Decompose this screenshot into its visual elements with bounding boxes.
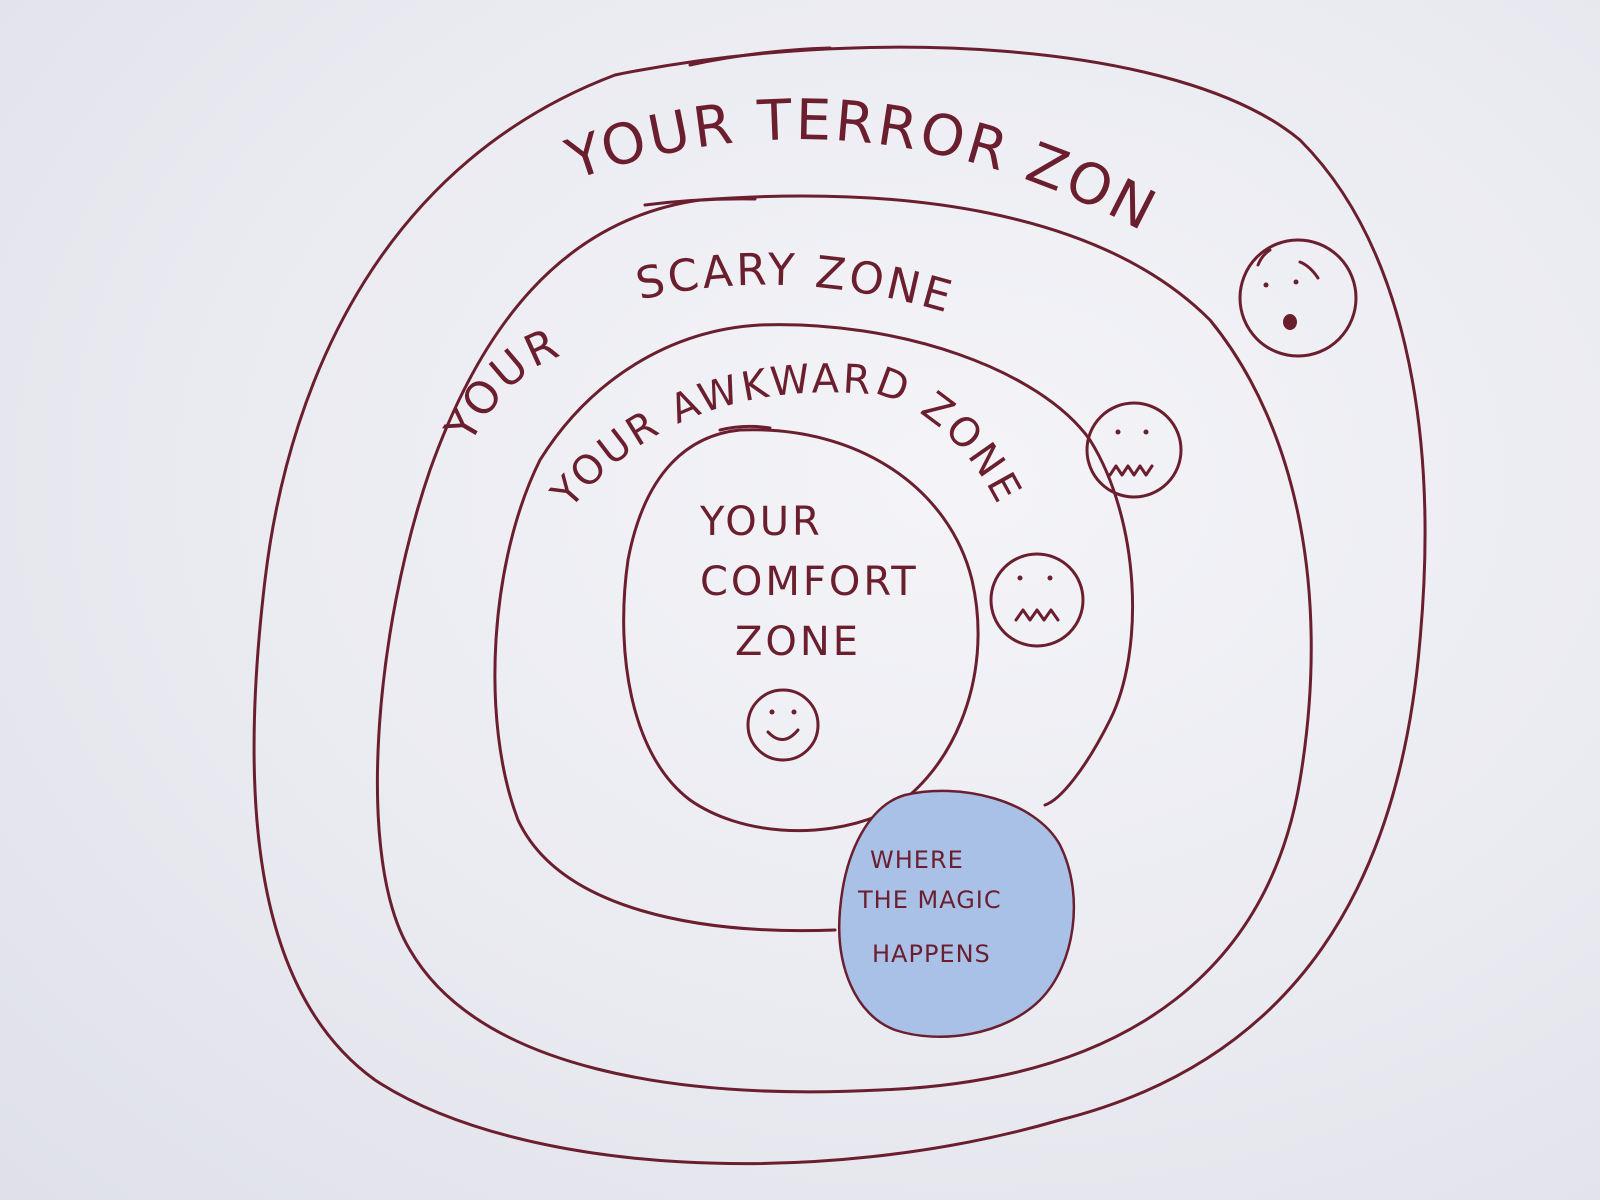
smiling-face-icon (746, 688, 820, 762)
comfort-zone-label-line1: YOUR (699, 499, 823, 545)
sticky-note-paper (838, 789, 1076, 1038)
comfort-zone-label-line3: ZONE (735, 619, 861, 665)
magic-note-line1: WHERE (870, 846, 964, 874)
comfort-zone-ring (622, 428, 980, 833)
comfort-zone-label-line2: COMFORT (700, 559, 919, 605)
terror-ring-overlap-stroke (688, 46, 832, 67)
nervous-face-icon (989, 552, 1085, 648)
awkward-zone-ring-lower (493, 323, 837, 933)
scary-ring-overlap-stroke (643, 197, 757, 207)
terror-zone-label: YOUR TERROR ZONE (0, 0, 1168, 245)
magic-note-line2: THE MAGIC (857, 886, 1002, 914)
awkward-zone-label: YOUR AWKWARD ZONE (542, 356, 1031, 517)
scary-zone-label-part2: SCARY ZONE (631, 245, 959, 324)
awkward-zone-ring (758, 323, 1135, 807)
scary-zone-ring (375, 194, 1313, 1094)
terror-zone-ring (252, 45, 1427, 1166)
comfort-ring-overlap-stroke (718, 424, 772, 432)
terrified-face-icon (1238, 238, 1358, 358)
scary-zone-label-part1: YOUR (435, 318, 569, 452)
magic-zone-sticky-note: WHERE THE MAGIC HAPPENS (838, 789, 1076, 1038)
anxious-face-icon (1085, 401, 1183, 499)
magic-note-line3: HAPPENS (872, 940, 991, 968)
